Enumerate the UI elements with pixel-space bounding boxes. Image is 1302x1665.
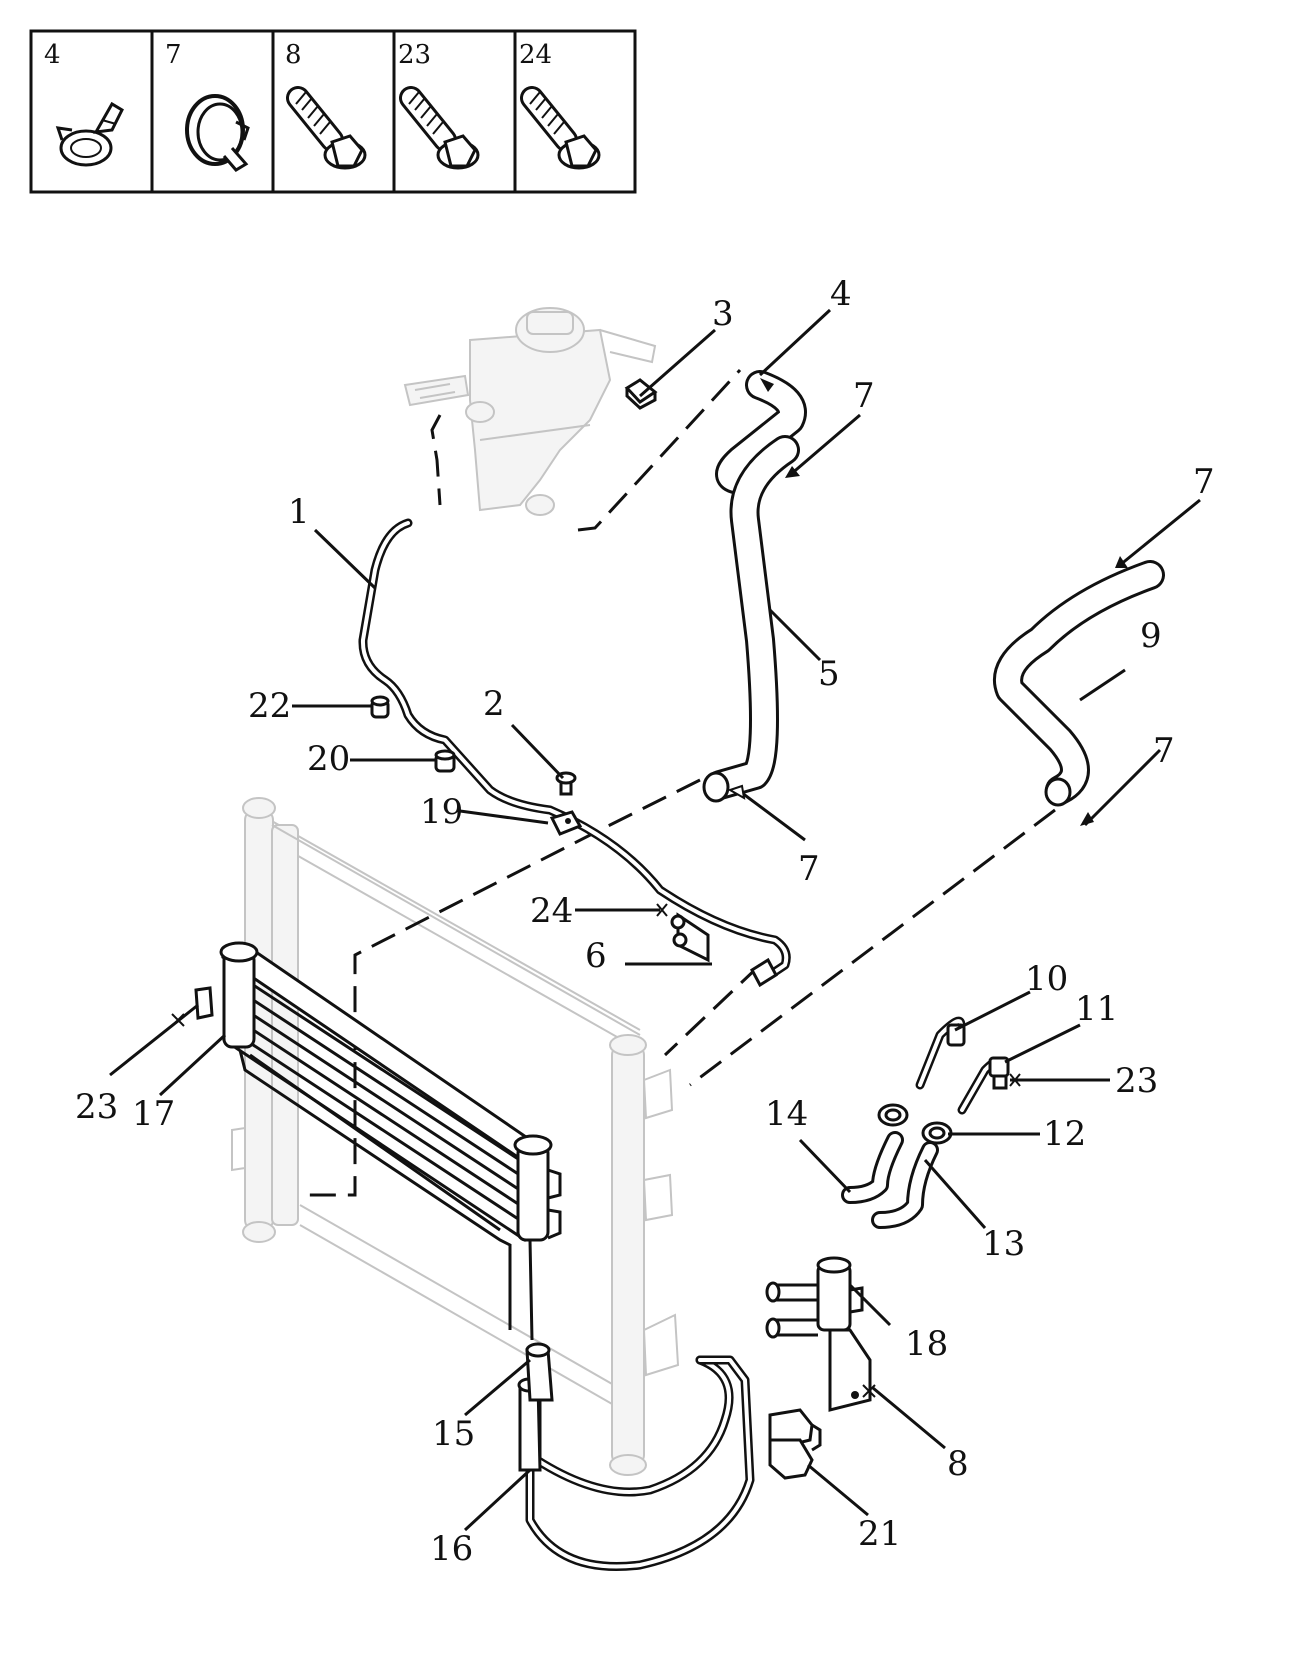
bracket-6 [670, 912, 710, 963]
callout-2: 2 [483, 684, 505, 724]
spring-clamp-icon [185, 94, 250, 172]
expansion-tank-ghost [403, 307, 657, 516]
oil-cooler [194, 941, 562, 1341]
bracket-21 [768, 1408, 822, 1480]
grommet-20 [434, 749, 456, 773]
callout-14: 14 [765, 1094, 808, 1134]
callout-20: 20 [307, 739, 350, 779]
leader-lines [109, 308, 1201, 1532]
callout-7-hose-5-bottom: 7 [798, 849, 820, 889]
callout-6: 6 [585, 936, 607, 976]
hose-5 [702, 435, 800, 803]
callout-12: 12 [1043, 1114, 1086, 1154]
radiator-ghost [229, 797, 680, 1476]
parts-key-box: 4 7 8 23 24 [29, 29, 637, 194]
callout-23-right: 23 [1115, 1061, 1158, 1101]
thermostat-housing-18 [765, 1256, 872, 1412]
callout-10: 10 [1025, 959, 1068, 999]
clip-19 [549, 810, 583, 836]
bracket-3 [624, 378, 658, 410]
callout-9: 9 [1140, 616, 1162, 656]
key-label-8: 8 [285, 40, 302, 70]
callout-3: 3 [712, 294, 734, 334]
flange-bolt-icon [520, 86, 601, 170]
key-label-23: 23 [398, 40, 431, 70]
callout-17: 17 [132, 1094, 175, 1134]
pipe-1 [358, 518, 791, 988]
callout-7-hose-9-bottom: 7 [1153, 731, 1175, 771]
callout-24: 24 [530, 891, 573, 931]
pipe-10 [915, 1016, 966, 1090]
hose-4 [715, 370, 807, 495]
grommet-22 [370, 695, 390, 719]
routing-dash-lines [300, 368, 1056, 1197]
callout-15: 15 [432, 1414, 475, 1454]
callout-4: 4 [830, 274, 852, 314]
hose-14 [841, 1131, 904, 1204]
flange-bolt-icon [399, 86, 480, 170]
hose-9 [993, 560, 1165, 807]
hose-15 [525, 1342, 554, 1402]
hose-13 [871, 1141, 939, 1229]
key-label-4: 4 [44, 40, 61, 70]
callout-22: 22 [248, 686, 291, 726]
callout-19: 19 [420, 792, 463, 832]
callout-8: 8 [947, 1444, 969, 1484]
flange-bolt-icon [286, 86, 367, 170]
callout-7-hose-9-top: 7 [1193, 462, 1215, 502]
hose-clip-icon [55, 101, 124, 167]
callout-13: 13 [982, 1224, 1025, 1264]
fastener-marks [171, 903, 1021, 1398]
callout-16: 16 [430, 1529, 473, 1569]
callout-1: 1 [288, 492, 310, 532]
callout-5: 5 [818, 654, 840, 694]
key-label-7: 7 [165, 40, 182, 70]
callout-18: 18 [905, 1324, 948, 1364]
callout-11: 11 [1075, 989, 1118, 1029]
callout-labels: 1 2 3 4 5 6 7 7 7 7 7 8 9 10 11 12 13 14… [75, 274, 1215, 1569]
key-label-24: 24 [519, 40, 552, 70]
callout-23-left: 23 [75, 1087, 118, 1127]
callout-7-hose-5-top: 7 [853, 376, 875, 416]
callout-21: 21 [858, 1514, 901, 1554]
pipe-11 [957, 1056, 1010, 1115]
